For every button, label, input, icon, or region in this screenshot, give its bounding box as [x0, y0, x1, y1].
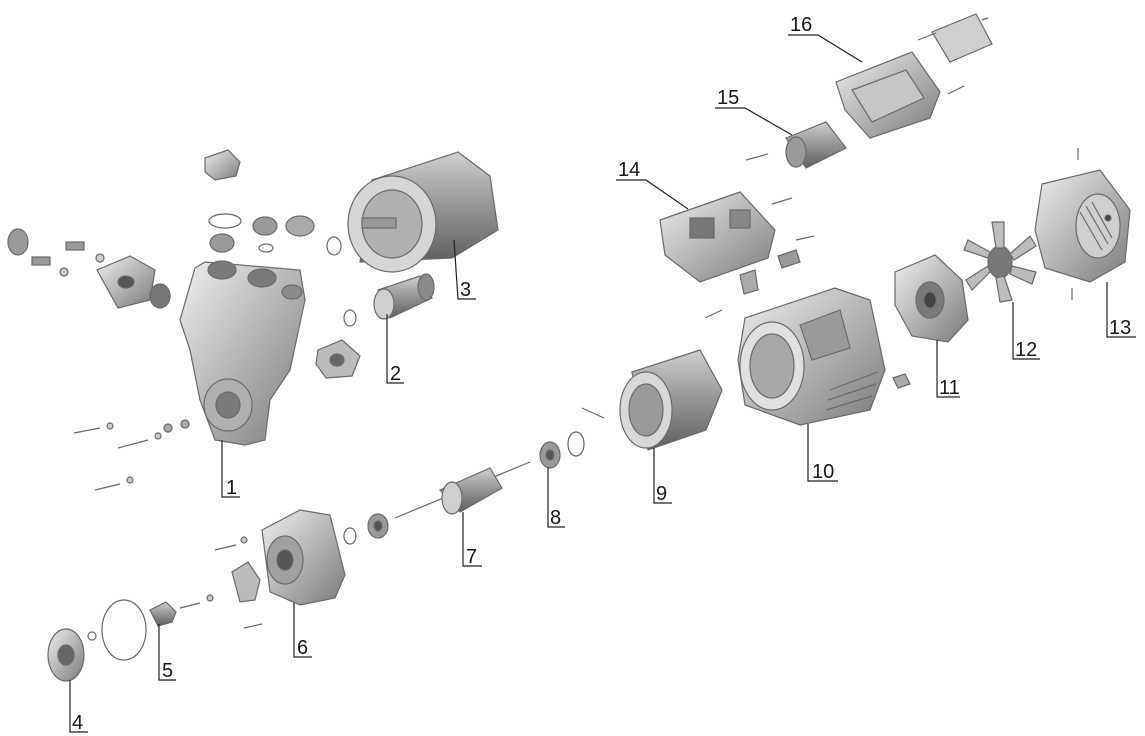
label-15: 15: [717, 87, 739, 109]
part-rotor-shaft: [343, 461, 531, 545]
part-motor-frame: [737, 287, 911, 426]
part-fan-cover: [1034, 148, 1131, 300]
label-6: 6: [297, 637, 308, 659]
callout-6: 6: [293, 603, 312, 659]
part-capacitor: [315, 273, 435, 379]
label-3: 3: [460, 279, 471, 301]
label-10: 10: [812, 461, 834, 483]
label-2: 2: [390, 363, 401, 385]
label-1: 1: [226, 477, 237, 499]
callout-11: 11: [936, 340, 960, 399]
label-4: 4: [72, 712, 83, 734]
part-tank-cylinder: [326, 151, 499, 273]
callout-3: 3: [453, 239, 476, 301]
label-12: 12: [1015, 339, 1037, 361]
label-13: 13: [1109, 317, 1131, 339]
callout-8: 8: [547, 467, 565, 529]
callout-5: 5: [158, 624, 176, 682]
callout-4: 4: [69, 680, 88, 734]
label-5: 5: [162, 660, 173, 682]
label-11: 11: [939, 377, 960, 399]
part-front-bracket: [214, 509, 346, 629]
callout-16: 16: [788, 14, 863, 63]
part-terminal-capacitor: [785, 121, 847, 169]
callout-12: 12: [1012, 302, 1040, 361]
part-rear-end-shield: [894, 254, 969, 343]
part-terminal-box: [659, 153, 815, 319]
callout-9: 9: [653, 448, 672, 505]
part-stator: [581, 349, 723, 451]
part-fan: [963, 221, 1037, 303]
callout-14: 14: [616, 159, 689, 210]
callout-2: 2: [386, 314, 404, 385]
part-pump-casing: [7, 149, 315, 491]
callout-7: 7: [462, 512, 482, 568]
part-bearing: [539, 431, 585, 469]
label-8: 8: [550, 507, 561, 529]
callout-13: 13: [1106, 282, 1136, 339]
callout-10: 10: [807, 424, 838, 483]
part-impeller: [47, 628, 97, 682]
part-terminal-cover: [835, 13, 993, 139]
callout-1: 1: [221, 440, 240, 499]
callout-15: 15: [715, 87, 793, 136]
label-16: 16: [790, 14, 812, 36]
label-9: 9: [656, 483, 667, 505]
label-14: 14: [618, 159, 640, 181]
part-mechanical-seal: [101, 594, 214, 661]
label-7: 7: [466, 546, 477, 568]
